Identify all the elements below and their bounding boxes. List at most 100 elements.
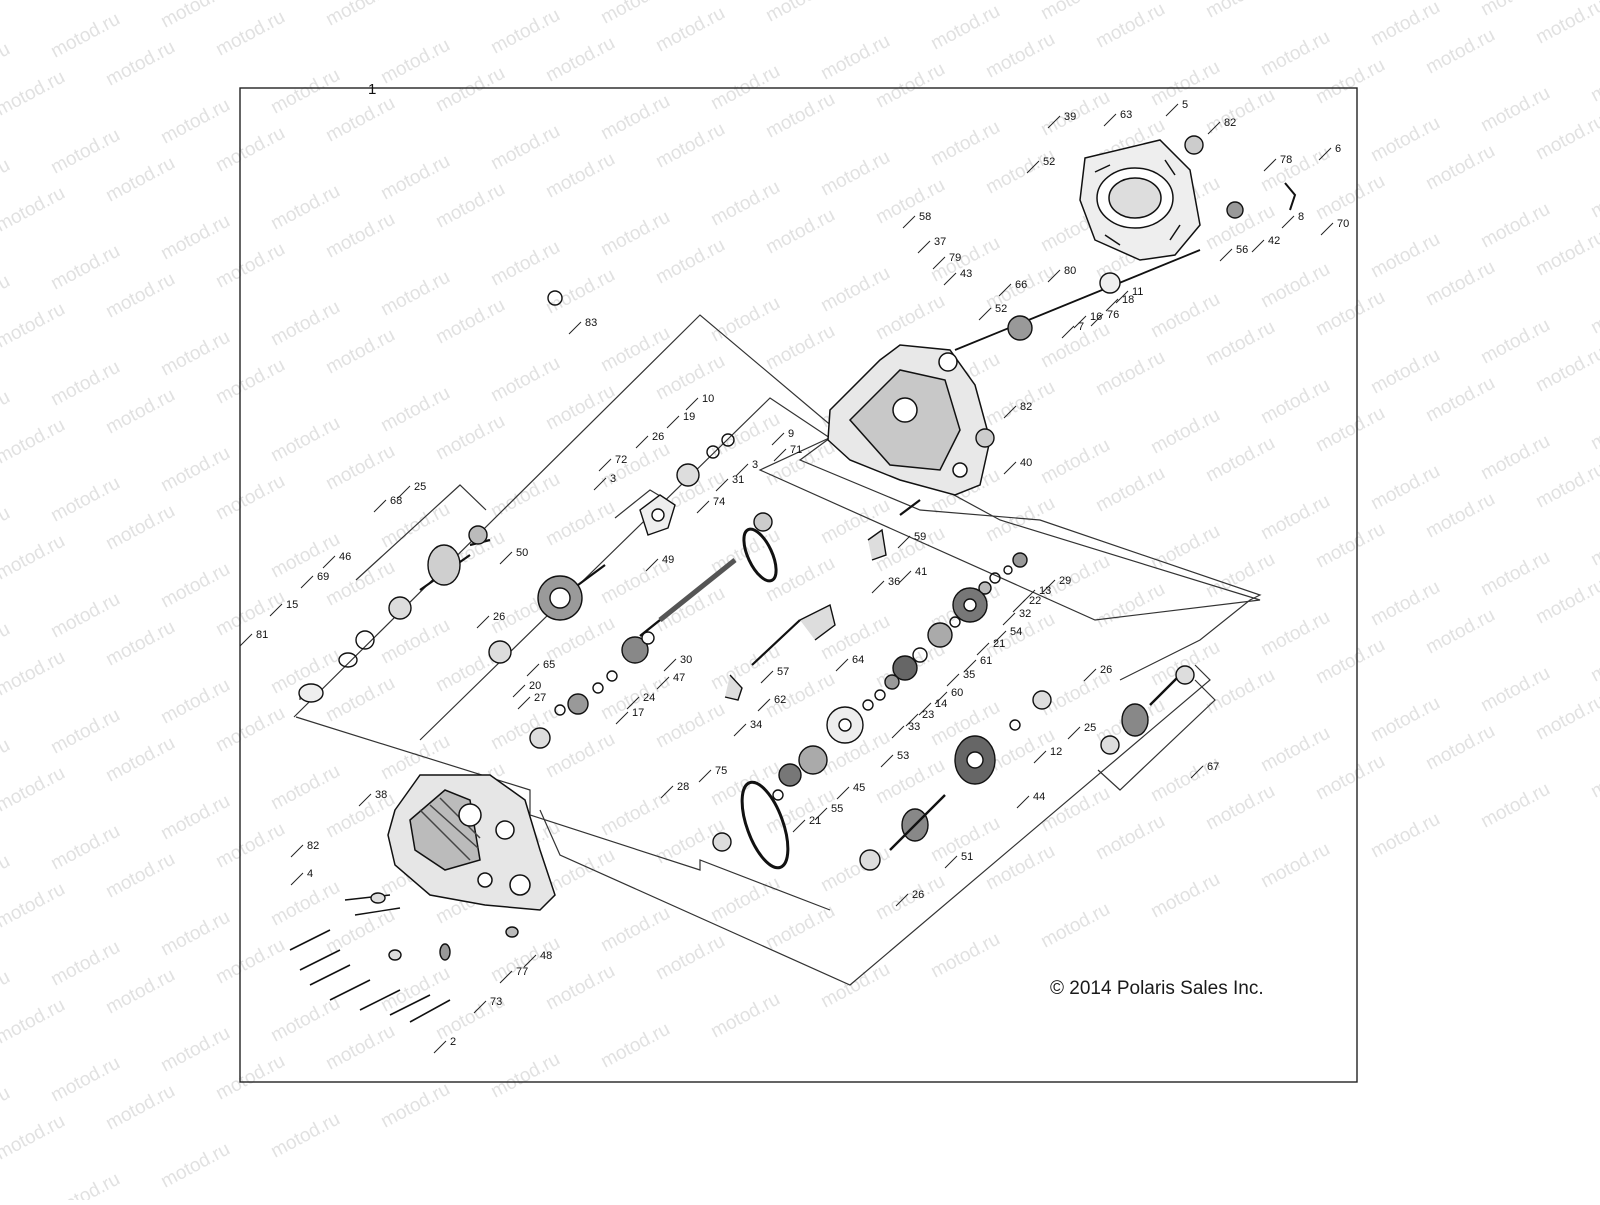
watermark-text: motod.ru bbox=[927, 117, 1003, 171]
watermark-text: motod.ru bbox=[1477, 779, 1553, 833]
callout-label: 22 bbox=[1029, 595, 1041, 607]
watermark-text: motod.ru bbox=[762, 205, 838, 259]
watermark-text: motod.ru bbox=[1312, 171, 1388, 225]
watermark-text: motod.ru bbox=[0, 0, 69, 4]
callout-leader bbox=[434, 1041, 446, 1053]
watermark-text: motod.ru bbox=[47, 473, 123, 527]
watermark-text: motod.ru bbox=[432, 295, 508, 349]
callout-leader bbox=[872, 581, 884, 593]
watermark-text: motod.ru bbox=[1532, 575, 1600, 629]
callout-label: 26 bbox=[493, 611, 505, 623]
watermark-text: motod.ru bbox=[102, 965, 178, 1019]
callout-leader bbox=[892, 726, 904, 738]
callout-leader bbox=[323, 556, 335, 568]
callout-label: 82 bbox=[307, 840, 319, 852]
watermark-text: motod.ru bbox=[1422, 25, 1498, 79]
watermark-text: motod.ru bbox=[1422, 605, 1498, 659]
watermark-text: motod.ru bbox=[157, 95, 233, 149]
callout-label: 15 bbox=[286, 599, 298, 611]
watermark-text: motod.ru bbox=[1037, 0, 1113, 24]
watermark-text: motod.ru bbox=[157, 791, 233, 845]
watermark-text: motod.ru bbox=[0, 851, 14, 905]
callout-leader bbox=[1004, 462, 1016, 474]
watermark-text: motod.ru bbox=[1037, 899, 1113, 953]
watermark-text: motod.ru bbox=[212, 587, 288, 641]
watermark-text: motod.ru bbox=[267, 877, 343, 931]
callout-label: 67 bbox=[1207, 761, 1219, 773]
watermark-text: motod.ru bbox=[1532, 111, 1600, 165]
watermark-text: motod.ru bbox=[707, 293, 783, 347]
watermark-text: motod.ru bbox=[1532, 227, 1600, 281]
watermark-text: motod.ru bbox=[1477, 547, 1553, 601]
callout-label: 53 bbox=[897, 750, 909, 762]
callout-label: 59 bbox=[914, 531, 926, 543]
watermark-text: motod.ru bbox=[1257, 143, 1333, 197]
callout-label: 42 bbox=[1268, 235, 1280, 247]
watermark-text: motod.ru bbox=[982, 493, 1058, 547]
callout-label: 3 bbox=[752, 459, 758, 471]
callout-leader bbox=[667, 416, 679, 428]
watermark-text: motod.ru bbox=[377, 1079, 453, 1133]
callout-leader bbox=[1321, 223, 1333, 235]
watermark-text: motod.ru bbox=[927, 1, 1003, 55]
watermark-text: motod.ru bbox=[212, 819, 288, 873]
callout-label: 37 bbox=[934, 236, 946, 248]
watermark-text: motod.ru bbox=[377, 151, 453, 205]
watermark-text: motod.ru bbox=[1257, 839, 1333, 893]
watermark-text: motod.ru bbox=[652, 699, 728, 753]
watermark-text: motod.ru bbox=[652, 931, 728, 985]
watermark-text: motod.ru bbox=[1367, 229, 1443, 283]
callout-label: 33 bbox=[908, 721, 920, 733]
callout-label: 36 bbox=[888, 576, 900, 588]
watermark-text: motod.ru bbox=[1202, 433, 1278, 487]
watermark-text: motod.ru bbox=[157, 559, 233, 613]
watermark-text: motod.ru bbox=[0, 183, 69, 237]
watermark-text: motod.ru bbox=[102, 1081, 178, 1135]
callout-leader bbox=[477, 616, 489, 628]
watermark-text: motod.ru bbox=[1312, 403, 1388, 457]
watermark-text: motod.ru bbox=[707, 177, 783, 231]
watermark-text: motod.ru bbox=[1037, 435, 1113, 489]
watermark-text: motod.ru bbox=[1422, 141, 1498, 195]
watermark-text: motod.ru bbox=[157, 327, 233, 381]
watermark-text: motod.ru bbox=[157, 443, 233, 497]
callout-leader bbox=[881, 755, 893, 767]
watermark-text: motod.ru bbox=[1312, 635, 1388, 689]
callout-label: 50 bbox=[516, 547, 528, 559]
watermark-text: motod.ru bbox=[377, 383, 453, 437]
callout-label: 73 bbox=[490, 996, 502, 1008]
frame-number: 1 bbox=[368, 81, 376, 98]
callout-label: 31 bbox=[732, 474, 744, 486]
callout-label: 41 bbox=[915, 566, 927, 578]
callout-leader bbox=[699, 770, 711, 782]
callout-label: 35 bbox=[963, 669, 975, 681]
callout-label: 28 bbox=[677, 781, 689, 793]
watermark-text: motod.ru bbox=[487, 121, 563, 175]
watermark-text: motod.ru bbox=[1257, 723, 1333, 777]
callout-label: 3 bbox=[610, 473, 616, 485]
watermark-text: motod.ru bbox=[982, 145, 1058, 199]
watermark-text: motod.ru bbox=[0, 1111, 69, 1165]
watermark-text: motod.ru bbox=[1477, 663, 1553, 717]
watermark-text: motod.ru bbox=[872, 291, 948, 345]
callout-label: 66 bbox=[1015, 279, 1027, 291]
callout-label: 2 bbox=[450, 1036, 456, 1048]
watermark-text: motod.ru bbox=[1367, 461, 1443, 515]
watermark-text: motod.ru bbox=[0, 735, 14, 789]
watermark-text: motod.ru bbox=[597, 1019, 673, 1073]
watermark-text: motod.ru bbox=[157, 907, 233, 961]
callout-label: 6 bbox=[1335, 143, 1341, 155]
watermark-text: motod.ru bbox=[0, 763, 69, 817]
callout-label: 12 bbox=[1050, 746, 1062, 758]
callout-label: 61 bbox=[980, 655, 992, 667]
watermark-text: motod.ru bbox=[0, 619, 14, 673]
watermark-text: motod.ru bbox=[1147, 289, 1223, 343]
callout-label: 4 bbox=[307, 868, 313, 880]
watermark-text: motod.ru bbox=[652, 351, 728, 405]
watermark-text: motod.ru bbox=[1312, 751, 1388, 805]
callout-label: 52 bbox=[995, 303, 1007, 315]
watermark-text: motod.ru bbox=[652, 119, 728, 173]
watermark-text: motod.ru bbox=[47, 125, 123, 179]
watermark-text: motod.ru bbox=[872, 755, 948, 809]
